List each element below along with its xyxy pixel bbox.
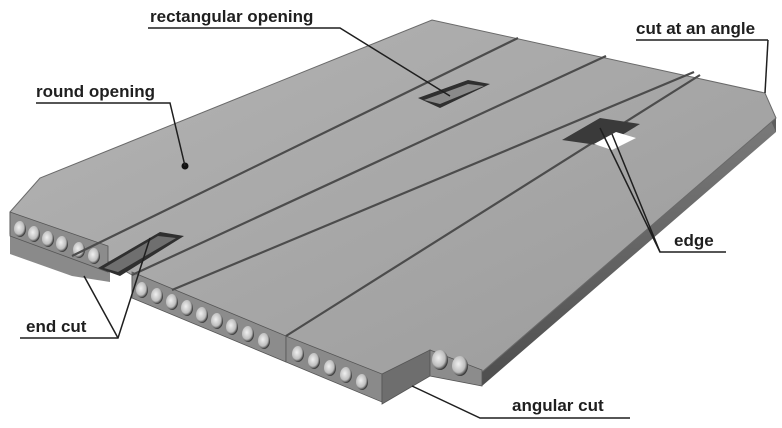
end-cut-notch bbox=[98, 232, 184, 276]
label-edge: edge bbox=[674, 231, 714, 250]
leader-cut-at-angle-drop bbox=[764, 39, 769, 94]
hollow-cores-angular bbox=[432, 350, 468, 376]
plank-grooves bbox=[71, 37, 701, 337]
leader-edge-2 bbox=[599, 127, 661, 253]
label-rectangular-opening: rectangular opening bbox=[150, 7, 313, 26]
leader-lines bbox=[20, 27, 769, 419]
label-angular-cut: angular cut bbox=[512, 396, 604, 415]
leader-round-opening bbox=[36, 102, 186, 167]
label-end-cut: end cut bbox=[26, 317, 87, 336]
slab-top-surface bbox=[9, 19, 777, 401]
slab-right-side-face bbox=[482, 118, 776, 386]
leader-rectangular-opening bbox=[148, 27, 451, 97]
slab-left-end-face bbox=[10, 212, 110, 282]
slab-assembly bbox=[9, 19, 777, 405]
leader-angular-cut bbox=[411, 385, 630, 419]
hollow-cores-front bbox=[136, 282, 368, 390]
hollow-cores-left bbox=[14, 221, 100, 264]
leader-end-cut-2 bbox=[83, 275, 119, 339]
callout-labels: rectangular opening round opening cut at… bbox=[26, 7, 755, 415]
label-cut-at-an-angle: cut at an angle bbox=[636, 19, 755, 38]
label-round-opening: round opening bbox=[36, 82, 155, 101]
rectangular-opening bbox=[418, 80, 490, 108]
